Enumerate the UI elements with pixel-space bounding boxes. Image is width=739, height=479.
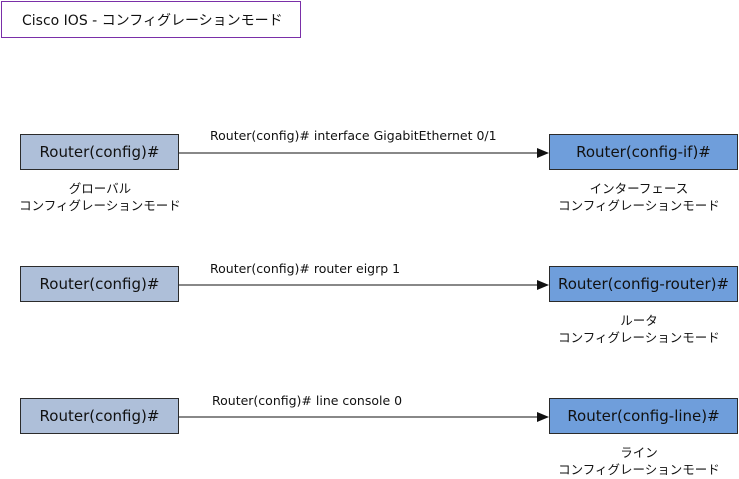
caption-line: ルータ: [620, 313, 658, 328]
router-config-caption: ルータ コンフィグレーションモード: [539, 312, 739, 346]
caption-line: コンフィグレーションモード: [558, 462, 720, 477]
command-line: Router(config)# line console 0: [212, 393, 403, 408]
line-config-box: Router(config-line)#: [549, 398, 738, 434]
global-config-box: Router(config)#: [20, 398, 179, 434]
router-config-box: Router(config-router)#: [549, 266, 738, 302]
caption-line: インターフェース: [589, 181, 689, 196]
global-config-box: Router(config)#: [20, 134, 179, 170]
global-config-caption: グローバル コンフィグレーションモード: [0, 180, 200, 214]
diagram-title: Cisco IOS - コンフィグレーションモード: [1, 1, 301, 38]
caption-line: コンフィグレーションモード: [19, 198, 181, 213]
global-config-box: Router(config)#: [20, 266, 179, 302]
caption-line: グローバル: [68, 181, 132, 196]
interface-config-caption: インターフェース コンフィグレーションモード: [539, 180, 739, 214]
interface-config-box: Router(config-if)#: [549, 134, 738, 170]
line-config-caption: ライン コンフィグレーションモード: [539, 444, 739, 478]
caption-line: コンフィグレーションモード: [558, 330, 720, 345]
command-router: Router(config)# router eigrp 1: [210, 261, 401, 276]
command-interface: Router(config)# interface GigabitEtherne…: [210, 128, 497, 143]
caption-line: ライン: [620, 445, 658, 460]
caption-line: コンフィグレーションモード: [558, 198, 720, 213]
